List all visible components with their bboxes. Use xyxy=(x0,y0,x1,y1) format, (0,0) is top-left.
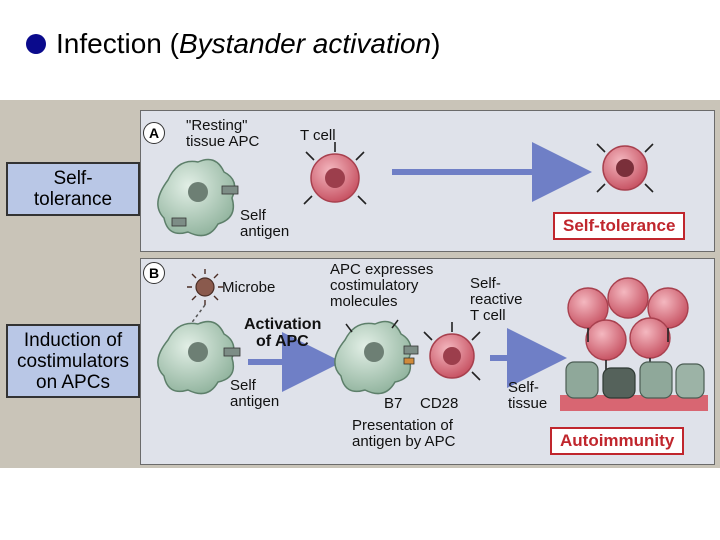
label-self-a: Self xyxy=(240,207,266,224)
side-b-line2: costimulators xyxy=(17,350,129,372)
label-microbe: Microbe xyxy=(222,279,276,296)
title-emphasis: Bystander activation xyxy=(178,28,432,59)
title-suffix: ) xyxy=(431,28,441,59)
label-presentation-2: antigen by APC xyxy=(352,433,456,450)
outcome-self-tolerance: Self-tolerance xyxy=(553,212,686,240)
resting-apc-cell xyxy=(157,158,239,237)
diagram-art xyxy=(157,142,708,411)
side-b-line1: Induction of xyxy=(23,329,123,351)
self-tissue xyxy=(560,361,708,411)
label-molecules: molecules xyxy=(330,293,398,310)
activated-apc xyxy=(334,319,419,395)
title-text: Infection (Bystander activation) xyxy=(56,28,440,60)
apc-cell-b xyxy=(157,320,241,395)
side-b-line3: on APCs xyxy=(36,371,110,393)
label-self-reactive-3: T cell xyxy=(470,307,506,324)
label-resting: "Resting" xyxy=(186,117,248,134)
label-tissue-apc: tissue APC xyxy=(186,133,260,150)
t-cell-tolerant xyxy=(596,143,654,193)
label-activation: Activation xyxy=(244,316,322,333)
t-cell-a xyxy=(303,142,367,205)
slide-title: Infection (Bystander activation) xyxy=(26,24,440,64)
label-self-reactive-1: Self- xyxy=(470,275,501,292)
side-a-line1: Self- xyxy=(53,168,93,189)
label-b7: B7 xyxy=(384,395,403,412)
panel-letter-b: B xyxy=(143,262,165,284)
label-self-tissue-2: tissue xyxy=(508,395,548,412)
bullet-icon xyxy=(26,34,46,54)
label-self-tissue-1: Self- xyxy=(508,379,539,396)
microbe-dashed-arrow xyxy=(189,304,206,326)
attacking-t-cells xyxy=(567,277,689,370)
label-antigen-b: antigen xyxy=(230,393,280,410)
title-prefix: Infection ( xyxy=(56,28,179,59)
microbe xyxy=(187,269,223,305)
self-reactive-t-cell xyxy=(423,322,481,381)
label-apc-expresses: APC expresses xyxy=(330,261,434,278)
side-box-self-tolerance: Self-tolerance xyxy=(6,162,140,216)
label-cd28: CD28 xyxy=(420,395,459,412)
label-of-apc: of APC xyxy=(256,333,309,350)
label-costimulatory: costimulatory xyxy=(330,277,419,294)
label-t-cell: T cell xyxy=(300,127,336,144)
label-presentation-1: Presentation of xyxy=(352,417,453,434)
label-self-b: Self xyxy=(230,377,256,394)
panel-letter-a: A xyxy=(143,122,165,144)
side-a-line2: tolerance xyxy=(33,189,113,210)
label-antigen-a: antigen xyxy=(240,223,290,240)
outcome-autoimmunity: Autoimmunity xyxy=(550,427,685,455)
label-self-reactive-2: reactive xyxy=(470,291,523,308)
